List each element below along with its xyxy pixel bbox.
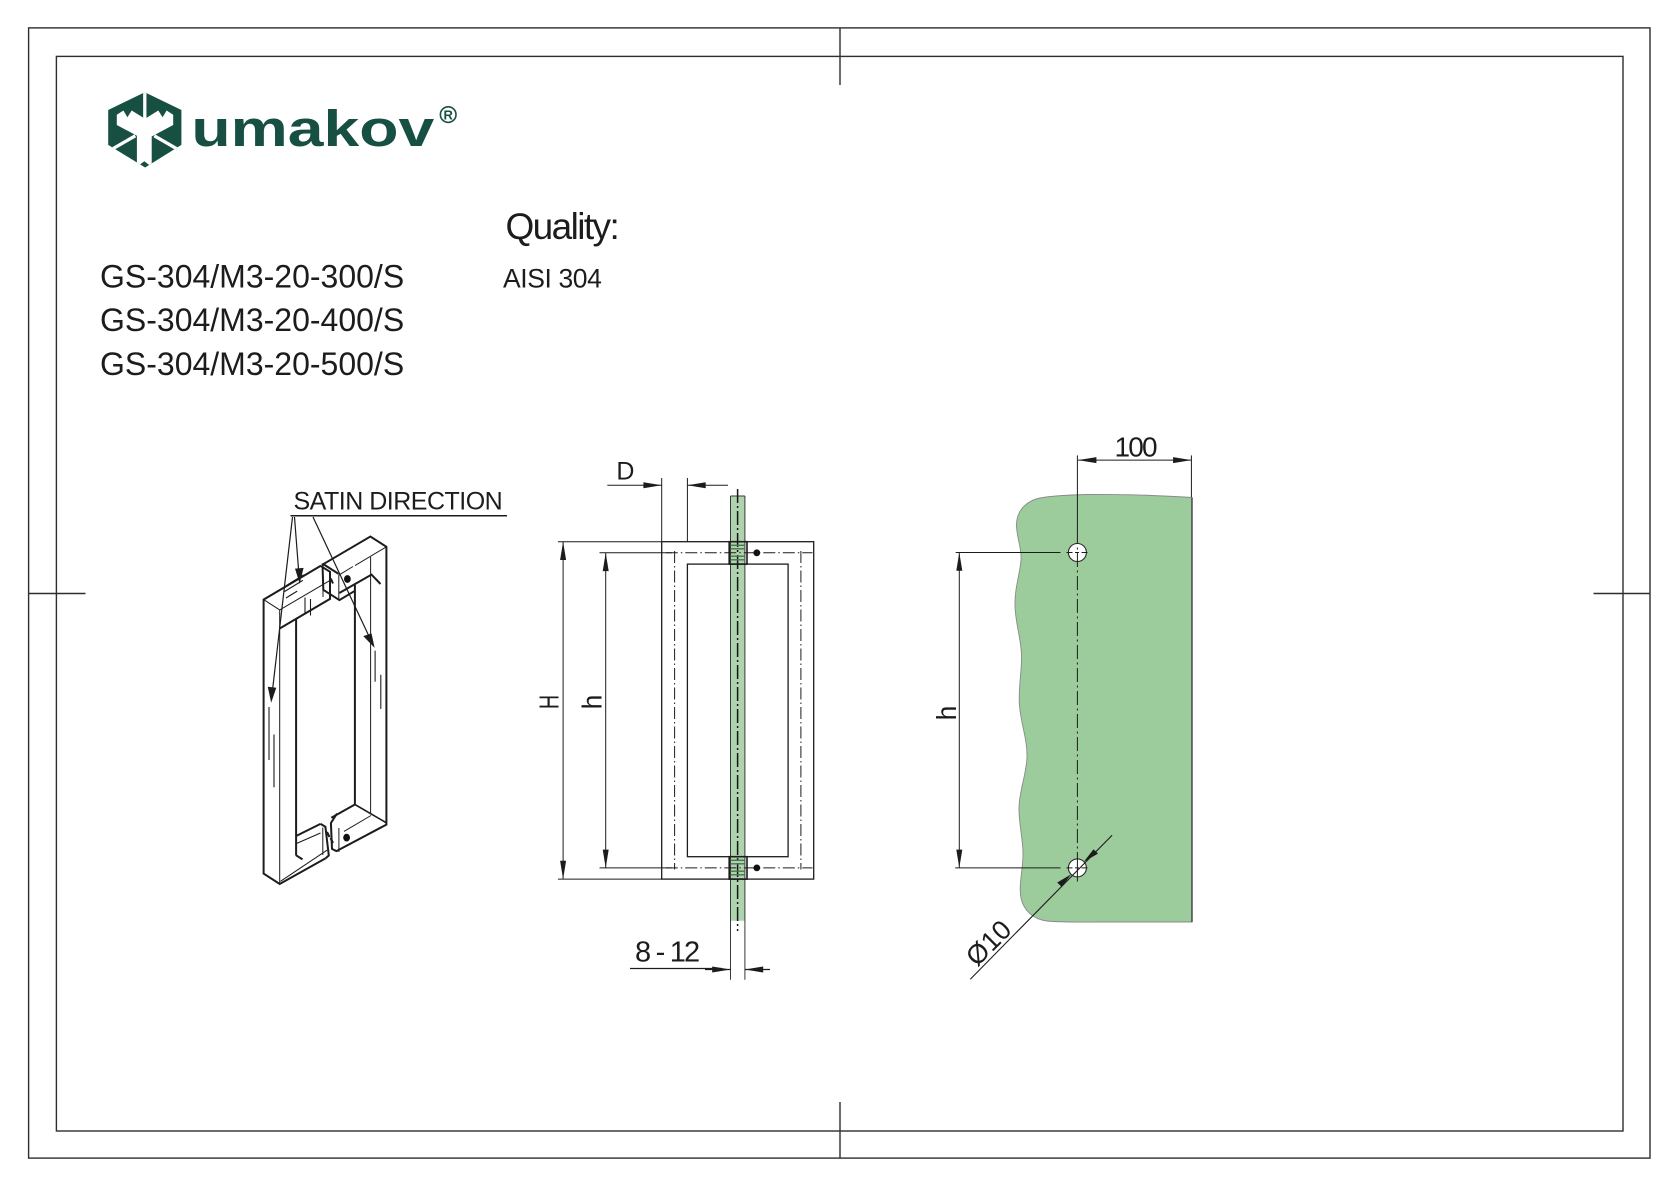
svg-text:R: R (444, 107, 454, 122)
svg-text:100: 100 (1115, 431, 1158, 462)
svg-text:AISI 304: AISI 304 (503, 264, 601, 294)
svg-text:h: h (577, 695, 608, 710)
svg-text:h: h (931, 706, 962, 721)
svg-text:H: H (534, 695, 565, 709)
svg-text:umakov: umakov (191, 100, 434, 157)
svg-text:GS-304/M3-20-500/S: GS-304/M3-20-500/S (100, 346, 404, 382)
svg-text:Quality:: Quality: (506, 206, 619, 247)
svg-text:GS-304/M3-20-400/S: GS-304/M3-20-400/S (100, 302, 404, 338)
svg-text:D: D (616, 457, 634, 485)
svg-text:SATIN DIRECTION: SATIN DIRECTION (294, 488, 503, 516)
svg-text:8 - 12: 8 - 12 (635, 936, 699, 968)
svg-text:GS-304/M3-20-300/S: GS-304/M3-20-300/S (100, 259, 404, 295)
